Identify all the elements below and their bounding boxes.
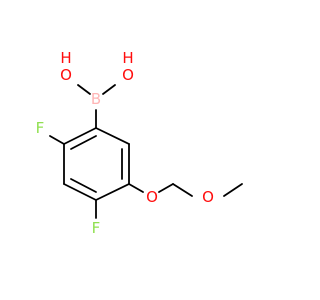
bond-ch2-o4: [172, 183, 193, 197]
atom-label-o2: O: [122, 66, 134, 84]
atom-label-f2: F: [92, 219, 101, 237]
atom-label-o4: O: [202, 188, 214, 206]
bond-o4-ch3: [223, 183, 243, 197]
bonds: [49, 84, 243, 219]
bond-c3-c4: [63, 183, 97, 201]
bond-c1-c2-inner: [70, 135, 97, 150]
atom-label-f1: F: [36, 119, 45, 137]
bond-c5-o3: [128, 183, 144, 193]
structure-canvas: H O H O B F F O O: [36, 49, 243, 237]
bond-o3-ch2: [158, 183, 174, 193]
atom-label-o3: O: [146, 188, 158, 206]
atom-label-h2: H: [122, 49, 133, 67]
atom-label-b: B: [91, 90, 101, 108]
bond-b-o1: [77, 84, 91, 95]
bond-c6-c1: [95, 127, 130, 145]
bond-c3-c4-inner: [70, 178, 97, 193]
bond-c2-f1: [49, 135, 65, 145]
atom-labels: H O H O B F F O O: [36, 49, 214, 237]
atom-label-h1: H: [60, 49, 71, 67]
bond-c4-c5: [95, 183, 130, 201]
bond-c1-c2: [63, 127, 97, 145]
bond-b-o2: [102, 84, 116, 95]
atom-label-o1: O: [60, 66, 72, 84]
